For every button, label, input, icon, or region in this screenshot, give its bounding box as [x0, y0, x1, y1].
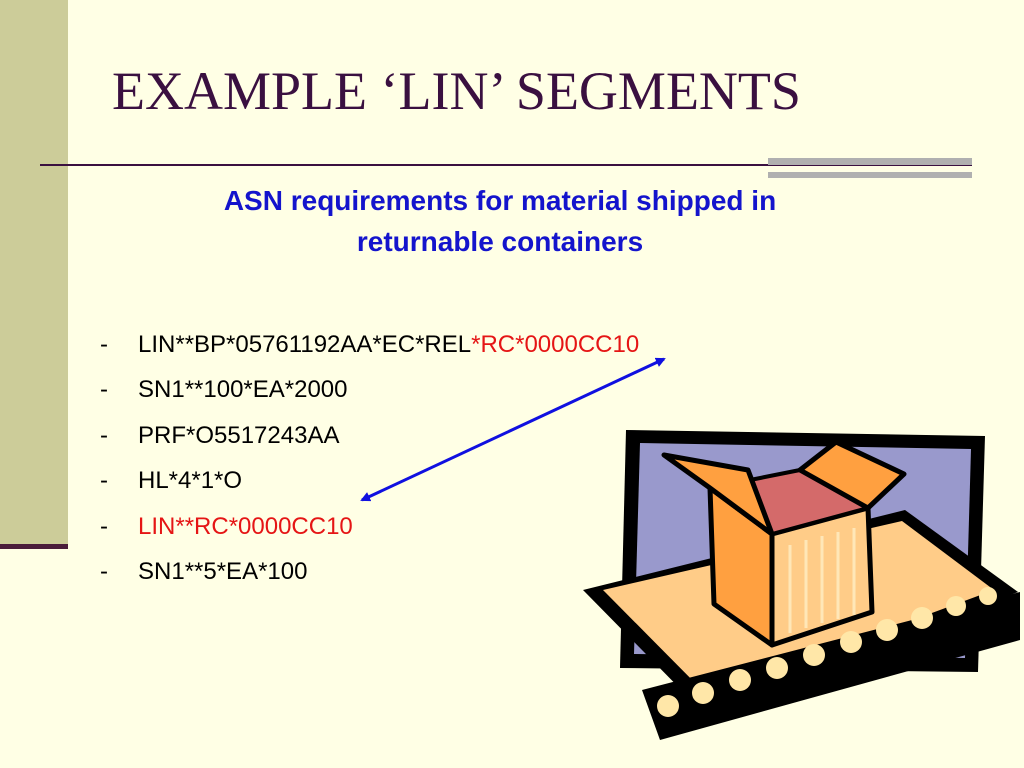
bullet-dash: -	[100, 331, 108, 358]
segment-text-highlight: LIN**RC*0000CC10	[138, 512, 353, 540]
bullet-dash: -	[100, 467, 108, 495]
subtitle-line-1: ASN requirements for material shipped in	[223, 185, 777, 216]
segment-text: SN1**5*EA*100	[138, 557, 308, 585]
bullet-dash: -	[100, 421, 108, 449]
segment-text: PRF*O5517243AA	[138, 421, 340, 449]
subtitle-line-2: returnable containers	[356, 226, 644, 257]
segment-item-4: - HL*4*1*O	[100, 458, 639, 503]
accent-bar-secondary	[768, 172, 972, 178]
segment-text: LIN**BP*05761192AA*EC*REL	[138, 331, 472, 358]
bullet-dash: -	[100, 557, 108, 585]
segment-list: - LIN**BP*05761192AA*EC*REL*RC*0000CC10 -…	[100, 322, 639, 594]
bullet-dash: -	[100, 376, 108, 404]
bullet-dash: -	[100, 512, 108, 540]
slide-title: EXAMPLE ‘LIN’ SEGMENTS	[112, 61, 801, 121]
segment-text: SN1**100*EA*2000	[138, 376, 348, 404]
segment-item-5: - LIN**RC*0000CC10	[100, 504, 639, 549]
left-decorative-band	[0, 0, 68, 548]
left-band-underline	[0, 544, 68, 549]
segment-text: HL*4*1*O	[138, 467, 243, 495]
segment-item-2: - SN1**100*EA*2000	[100, 367, 639, 412]
double-headed-arrow-icon	[360, 357, 666, 502]
segment-text-highlight: *RC*0000CC10	[471, 331, 640, 358]
slide-subtitle: ASN requirements for material shipped in…	[148, 180, 852, 262]
segment-item-3: - PRF*O5517243AA	[100, 413, 639, 458]
accent-bar	[768, 158, 972, 165]
segment-item-1: - LIN**BP*05761192AA*EC*REL*RC*0000CC10	[100, 322, 639, 367]
segment-item-6: - SN1**5*EA*100	[100, 549, 639, 594]
title-divider	[40, 164, 972, 166]
